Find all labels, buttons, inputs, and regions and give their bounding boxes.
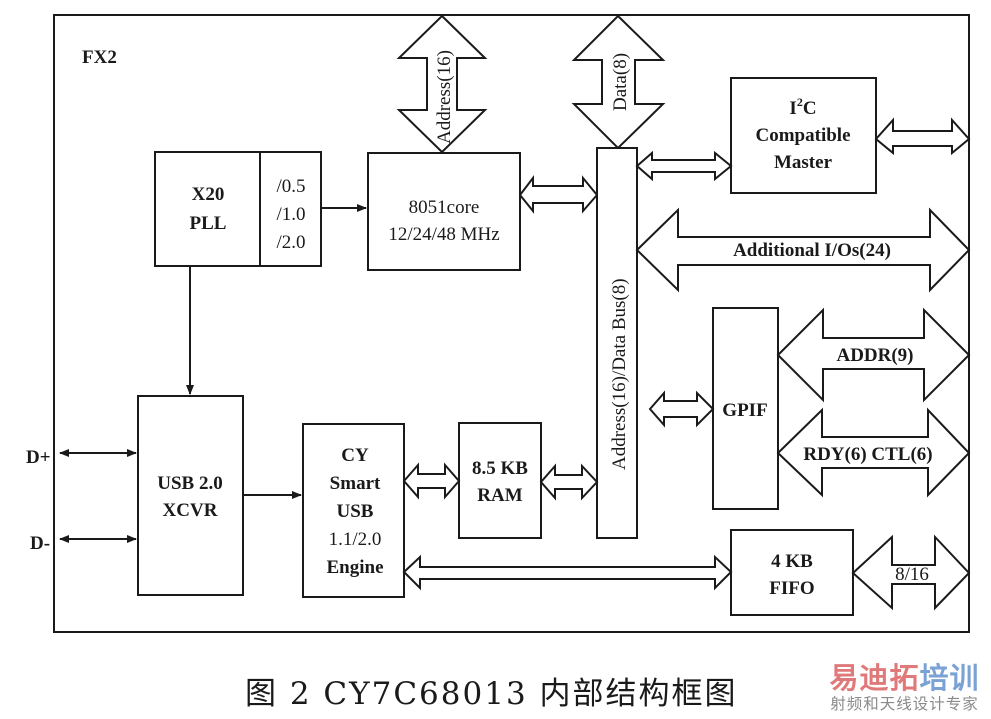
- engine-label-4: 1.1/2.0: [329, 529, 382, 550]
- address-bus-label: Address(16): [434, 50, 455, 144]
- watermark-brand-2: 培训: [919, 661, 980, 695]
- fifo-external-arrow: [851, 534, 971, 611]
- fifo-label-2: FIFO: [769, 578, 814, 599]
- dplus-label: D+: [26, 447, 51, 468]
- pll-label-1: X20: [192, 184, 225, 205]
- engine-label-5: Engine: [326, 557, 383, 578]
- engine-ram-arrow: [402, 462, 461, 500]
- xcvr-label-1: USB 2.0: [157, 473, 222, 494]
- gpif-block: [712, 307, 779, 510]
- ram-label-1: 8.5 KB: [472, 458, 528, 479]
- divider-label-1: /0.5: [276, 176, 305, 197]
- bus-label: Address(16)/Data Bus(8): [609, 278, 630, 470]
- engine-fifo-arrow: [402, 554, 733, 591]
- bus-i2c-arrow: [635, 150, 733, 182]
- engine-label-3: USB: [337, 501, 374, 522]
- i2c-label-3: Master: [774, 152, 833, 173]
- xcvr-label-2: XCVR: [163, 500, 218, 521]
- core-bus-arrow: [518, 175, 599, 214]
- engine-block: [302, 423, 405, 598]
- bus-gpif-arrow: [648, 390, 715, 428]
- rdy-ctl-arrow: [776, 407, 971, 498]
- watermark-brand-1: 易迪拓: [829, 661, 920, 695]
- divider-label-2: /1.0: [276, 204, 305, 225]
- fifo-label-1: 4 KB: [771, 551, 813, 572]
- i2c-label-1: I2C: [789, 95, 816, 119]
- rdy-ctl-label: RDY(6) CTL(6): [803, 444, 932, 465]
- watermark: 易迪拓培训 射频和天线设计专家: [822, 662, 987, 714]
- watermark-subtitle: 射频和天线设计专家: [830, 695, 979, 713]
- addr-arrow: [776, 307, 971, 403]
- addr-label: ADDR(9): [836, 345, 913, 366]
- core-label-1: 8051core: [409, 197, 480, 218]
- data-bus-label: Data(8): [610, 53, 631, 111]
- ram-bus-arrow: [539, 463, 599, 501]
- additional-io-label: Additional I/Os(24): [733, 240, 891, 261]
- core-label-2: 12/24/48 MHz: [388, 224, 499, 245]
- i2c-external-arrow: [874, 117, 971, 156]
- figure-caption: 图 2 CY7C68013 内部结构框图: [245, 676, 738, 712]
- ram-label-2: RAM: [477, 485, 522, 506]
- engine-label-1: CY: [341, 445, 369, 466]
- fifo-width-label: 8/16: [895, 564, 929, 585]
- ram-block: [458, 422, 542, 539]
- i2c-block: [730, 77, 877, 194]
- i2c-label-2: Compatible: [756, 125, 851, 146]
- xcvr-block: [137, 395, 244, 596]
- address-data-bus: [596, 147, 638, 539]
- additional-io-arrow: [635, 207, 971, 293]
- chip-label: FX2: [82, 47, 117, 68]
- gpif-label: GPIF: [722, 400, 767, 421]
- core-block: [367, 152, 521, 271]
- dminus-label: D-: [30, 533, 50, 554]
- divider-label-3: /2.0: [276, 232, 305, 253]
- engine-label-2: Smart: [330, 473, 381, 494]
- fifo-block: [730, 529, 854, 616]
- fx2-chip-boundary: [53, 14, 970, 633]
- pll-label-2: PLL: [190, 213, 227, 234]
